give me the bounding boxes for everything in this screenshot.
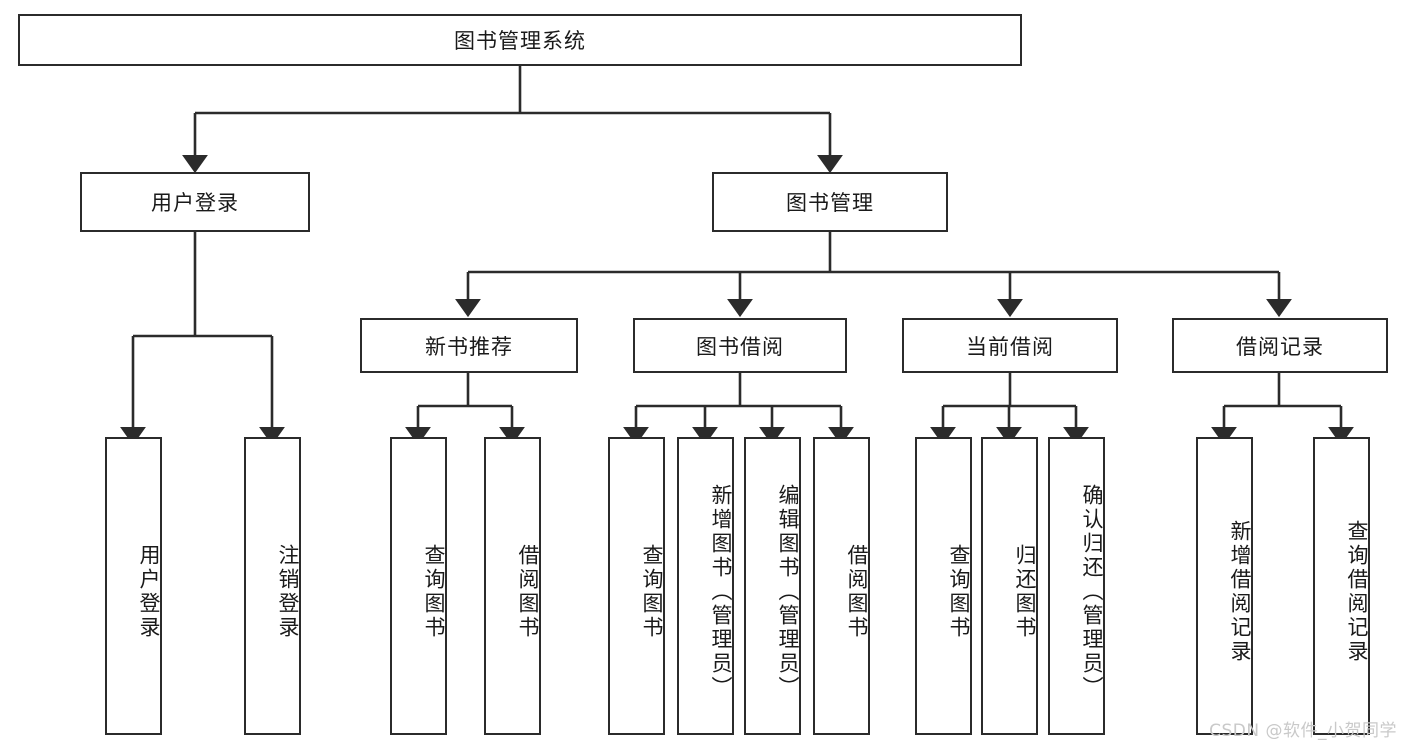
leaf-borrow-edit-book-admin[interactable]: 编辑图书（管理员） — [744, 437, 801, 735]
node-label: 查询图书 — [640, 544, 664, 640]
leaf-current-confirm-return-admin[interactable]: 确认归还（管理员） — [1048, 437, 1105, 735]
leaf-borrow-query-book[interactable]: 查询图书 — [608, 437, 665, 735]
node-label: 图书借阅 — [696, 334, 784, 359]
leaf-record-add[interactable]: 新增借阅记录 — [1196, 437, 1253, 735]
node-label: 用户登录 — [137, 544, 161, 640]
node-label: 图书管理 — [786, 191, 874, 215]
node-label: 当前借阅 — [966, 334, 1054, 359]
leaf-current-query-book[interactable]: 查询图书 — [915, 437, 972, 735]
node-label: 归还图书 — [1013, 544, 1037, 640]
leaf-record-query[interactable]: 查询借阅记录 — [1313, 437, 1370, 735]
leaf-user-login-logout[interactable]: 注销登录 — [244, 437, 301, 735]
node-label: 借阅图书 — [845, 544, 869, 640]
node-label: 编辑图书（管理员） — [776, 484, 800, 700]
node-label: 注销登录 — [276, 544, 300, 640]
node-current-borrow[interactable]: 当前借阅 — [902, 318, 1118, 373]
node-label: 借阅记录 — [1236, 334, 1324, 359]
node-borrow-record[interactable]: 借阅记录 — [1172, 318, 1388, 373]
node-label: 查询图书 — [947, 544, 971, 640]
node-label: 借阅图书 — [516, 544, 540, 640]
node-label: 新书推荐 — [425, 334, 513, 359]
node-label: 新增借阅记录 — [1228, 520, 1252, 664]
leaf-new-book-borrow[interactable]: 借阅图书 — [484, 437, 541, 735]
node-label: 查询借阅记录 — [1345, 520, 1369, 664]
node-user-login[interactable]: 用户登录 — [80, 172, 310, 232]
node-label: 新增图书（管理员） — [709, 484, 733, 700]
node-new-book-recommend[interactable]: 新书推荐 — [360, 318, 578, 373]
leaf-current-return-book[interactable]: 归还图书 — [981, 437, 1038, 735]
leaf-new-book-query[interactable]: 查询图书 — [390, 437, 447, 735]
leaf-user-login-login[interactable]: 用户登录 — [105, 437, 162, 735]
node-root[interactable]: 图书管理系统 — [18, 14, 1022, 66]
leaf-borrow-add-book-admin[interactable]: 新增图书（管理员） — [677, 437, 734, 735]
node-book-borrow[interactable]: 图书借阅 — [633, 318, 847, 373]
watermark: CSDN @软件_小贺同学 — [1209, 721, 1397, 741]
node-label: 确认归还（管理员） — [1080, 484, 1104, 700]
node-book-management[interactable]: 图书管理 — [712, 172, 948, 232]
node-label: 用户登录 — [151, 191, 239, 215]
node-label: 图书管理系统 — [454, 29, 586, 53]
leaf-borrow-borrow-book[interactable]: 借阅图书 — [813, 437, 870, 735]
node-label: 查询图书 — [422, 544, 446, 640]
